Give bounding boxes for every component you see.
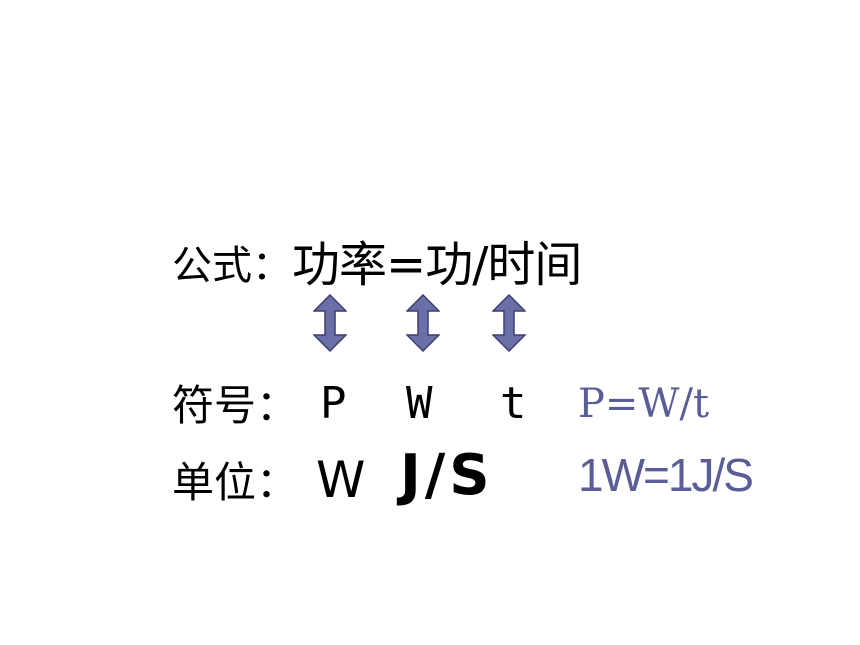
- double-arrow-icon: [313, 294, 347, 352]
- symbol-label: 符号：: [172, 381, 299, 430]
- symbol-work: W: [406, 378, 433, 429]
- symbol-power: P: [320, 378, 347, 429]
- unit-watt: W: [316, 451, 366, 509]
- formula-label: 公式：: [172, 243, 292, 289]
- unit-label: 单位：: [172, 458, 299, 507]
- double-arrow-icon: [406, 294, 440, 352]
- symbol-time: t: [500, 378, 527, 429]
- double-arrow-icon: [492, 294, 526, 352]
- equation-units: 1W=1J/S: [578, 449, 754, 501]
- unit-joule-per-second: J/S: [400, 443, 494, 508]
- equation-symbols: P=W/t: [578, 381, 710, 427]
- formula-text: 功率=功/时间: [292, 237, 582, 293]
